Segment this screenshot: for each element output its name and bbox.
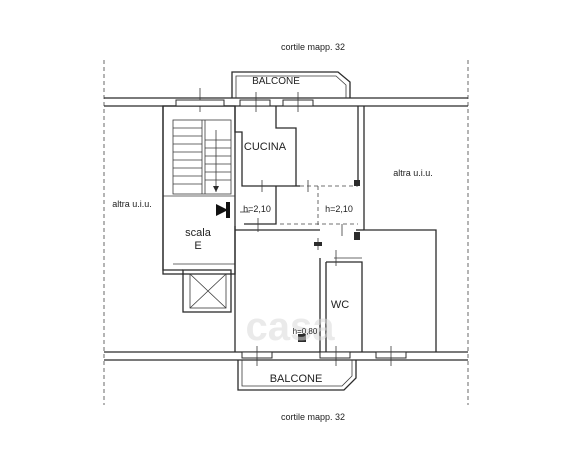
balcony-top-label: BALCONE <box>252 76 300 87</box>
balcony-top <box>231 71 351 112</box>
pillars <box>298 180 360 342</box>
courtyard-top-label: cortile mapp. 32 <box>281 42 345 52</box>
stair-letter-label: E <box>194 240 201 252</box>
other-unit-right-label: altra u.i.u. <box>393 168 433 178</box>
interior-walls <box>162 88 437 352</box>
bathroom-label: WC <box>331 299 349 311</box>
guide-lines <box>103 60 469 405</box>
stair-word-label: scala <box>185 227 212 239</box>
courtyard-bottom-label: cortile mapp. 32 <box>281 412 345 422</box>
height-left-label: h=2,10 <box>243 204 271 214</box>
kitchen-label: CUCINA <box>244 141 287 153</box>
lift-shaft <box>182 269 232 313</box>
height-bottom-label: h=0,80 <box>293 327 318 336</box>
height-right-label: h=2,10 <box>325 204 353 214</box>
entrance-arrow-icon <box>216 204 228 216</box>
balcony-bottom-label: BALCONE <box>270 373 323 385</box>
watermark: casa <box>246 305 336 349</box>
other-unit-left-label: altra u.i.u. <box>112 199 152 209</box>
balcony-bottom <box>237 346 407 391</box>
